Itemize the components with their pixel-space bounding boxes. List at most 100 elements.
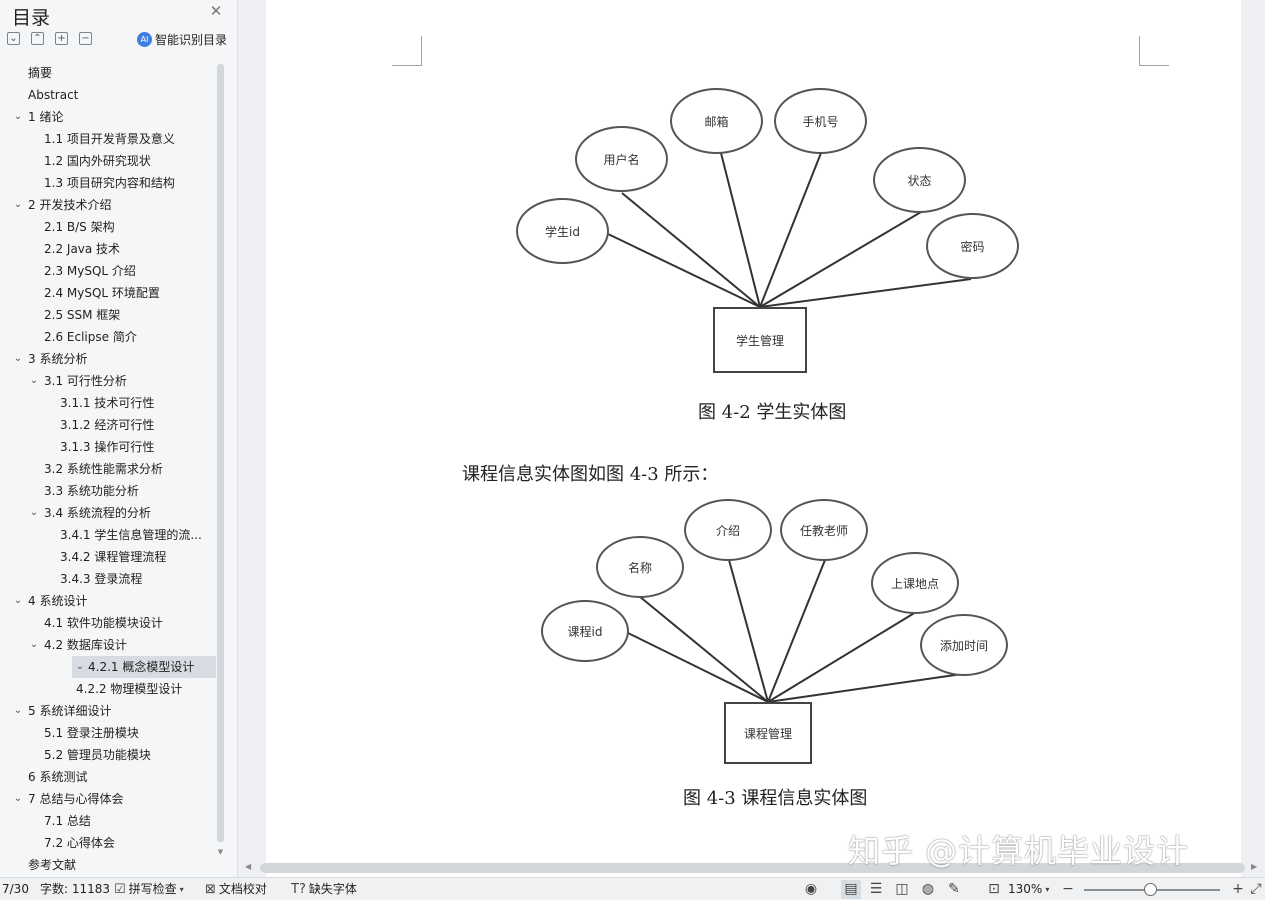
toc-item-label: 5.1 登录注册模块	[44, 726, 139, 740]
chevron-down-icon[interactable]: ⌄	[13, 199, 23, 210]
page-indicator[interactable]: 7/30	[2, 882, 29, 896]
toc-item[interactable]: ⌄ 7 总结与心得体会	[4, 788, 216, 810]
chevron-down-icon[interactable]: ⌄	[13, 705, 23, 716]
close-icon[interactable]: ✕	[209, 2, 223, 20]
word-count[interactable]: 字数: 11183	[40, 882, 111, 896]
toc-item-label: 2.3 MySQL 介绍	[44, 264, 136, 278]
zoom-slider-thumb[interactable]	[1144, 883, 1158, 896]
proofread-button[interactable]: ⊠ 文档校对	[205, 881, 267, 898]
chevron-down-icon[interactable]: ⌄	[29, 639, 39, 650]
toc-item[interactable]: 7.1 总结	[4, 810, 216, 832]
missing-font-button[interactable]: T? 缺失字体	[291, 881, 357, 898]
toc-item-label: 2.6 Eclipse 简介	[44, 330, 137, 344]
toc-item-label: 7 总结与心得体会	[28, 792, 124, 806]
toc-item-label: 3.4 系统流程的分析	[44, 506, 151, 520]
toc-item[interactable]: 参考文献	[4, 854, 216, 874]
toc-item[interactable]: 2.6 Eclipse 简介	[4, 326, 216, 348]
chevron-down-icon[interactable]: ⌄	[13, 111, 23, 122]
toc-item[interactable]: Abstract	[4, 84, 216, 106]
toc-item[interactable]: 1.1 项目开发背景及意义	[4, 128, 216, 150]
add-heading-button[interactable]: +	[55, 32, 68, 45]
toc-item[interactable]: 1.2 国内外研究现状	[4, 150, 216, 172]
toc-item[interactable]: ⌄3.1 可行性分析	[4, 370, 216, 392]
chevron-down-icon[interactable]: ⌄	[29, 375, 39, 386]
toc-item[interactable]: 3.3 系统功能分析	[4, 480, 216, 502]
er-diagram-lines	[607, 152, 972, 703]
er-attribute: 密码	[926, 213, 1019, 279]
scroll-right-icon[interactable]: ▶	[1251, 862, 1258, 871]
outline-view-icon[interactable]: ☰	[869, 881, 883, 897]
proofread-icon: ⊠	[205, 882, 216, 897]
toc-item[interactable]: 3.4.1 学生信息管理的流...	[4, 524, 216, 546]
toc-item[interactable]: ⌄5 系统详细设计	[4, 700, 216, 722]
er-attribute: 上课地点	[871, 552, 959, 614]
toc-item-label: 1.1 项目开发背景及意义	[44, 132, 175, 146]
chevron-down-icon[interactable]: ⌄	[13, 353, 23, 364]
web-view-icon[interactable]: ◍	[921, 881, 935, 897]
toc-item[interactable]: 5.1 登录注册模块	[4, 722, 216, 744]
toc-item[interactable]: 2.1 B/S 架构	[4, 216, 216, 238]
horizontal-scrollbar[interactable]	[260, 863, 1245, 873]
toc-scrollbar[interactable]	[217, 64, 224, 842]
toc-item[interactable]: ⌄4.2.1 概念模型设计	[72, 656, 216, 678]
fit-icon[interactable]: ⊡	[988, 881, 1000, 897]
proofread-label: 文档校对	[218, 882, 267, 896]
sidebar-title: 目录	[12, 7, 51, 29]
toc-item-label: 2 开发技术介绍	[28, 198, 112, 212]
toc-item[interactable]: ⌄ 2 开发技术介绍	[4, 194, 216, 216]
smart-toc-button[interactable]: AI 智能识别目录	[137, 31, 227, 48]
toc-item[interactable]: 3.4.3 登录流程	[4, 568, 216, 590]
toc-item-label: 1.3 项目研究内容和结构	[44, 176, 175, 190]
toc-item[interactable]: 3.1.3 操作可行性	[4, 436, 216, 458]
remove-heading-button[interactable]: −	[79, 32, 92, 45]
chevron-down-icon[interactable]: ⌄	[29, 507, 39, 518]
toc-item-label: 3.1.2 经济可行性	[60, 418, 155, 432]
toc-item[interactable]: 2.5 SSM 框架	[4, 304, 216, 326]
toc-item[interactable]: 3.4.2 课程管理流程	[4, 546, 216, 568]
toc-item[interactable]: ⌄4.2 数据库设计	[4, 634, 216, 656]
toc-item[interactable]: 3.1.2 经济可行性	[4, 414, 216, 436]
toc-item[interactable]: ⌄4 系统设计	[4, 590, 216, 612]
pen-icon[interactable]: ✎	[948, 881, 960, 897]
toc-item[interactable]: ⌄3 系统分析	[4, 348, 216, 370]
page-view-icon[interactable]: ▤	[841, 880, 861, 899]
spellcheck-button[interactable]: ☑ 拼写检查 ▾	[114, 881, 184, 898]
toc-item[interactable]: 6 系统测试	[4, 766, 216, 788]
toc-item[interactable]: 1.3 项目研究内容和结构	[4, 172, 216, 194]
eye-icon[interactable]: ◉	[804, 881, 818, 897]
toc-item-label: 2.1 B/S 架构	[44, 220, 115, 234]
chevron-down-icon[interactable]: ⌄	[75, 661, 85, 672]
collapse-all-button[interactable]: ⌄	[7, 32, 20, 45]
spellcheck-label: 拼写检查	[128, 882, 177, 896]
toc-item-label: 3.4.3 登录流程	[60, 572, 143, 586]
scroll-left-icon[interactable]: ◀	[245, 862, 252, 871]
toc-item[interactable]: 2.4 MySQL 环境配置	[4, 282, 216, 304]
er-entity: 课程管理	[724, 702, 812, 764]
read-view-icon[interactable]: ◫	[895, 881, 909, 897]
toc-item[interactable]: 5.2 管理员功能模块	[4, 744, 216, 766]
er-attribute: 名称	[596, 536, 684, 598]
expand-up-button[interactable]: ⌃	[31, 32, 44, 45]
fullscreen-icon[interactable]: ⤢	[1250, 881, 1262, 897]
toc-item[interactable]: 4.1 软件功能模块设计	[4, 612, 216, 634]
toc-item[interactable]: 4.2.2 物理模型设计	[4, 678, 216, 700]
toc-item[interactable]: 2.2 Java 技术	[4, 238, 216, 260]
scroll-down-icon[interactable]: ▼	[217, 848, 224, 856]
page-corner-mark	[1139, 36, 1169, 66]
toc-item-label: 摘要	[28, 66, 53, 80]
toc-item[interactable]: 3.1.1 技术可行性	[4, 392, 216, 414]
toc-item[interactable]: 摘要	[4, 62, 216, 84]
plus-icon[interactable]: +	[1232, 881, 1244, 897]
chevron-down-icon[interactable]: ⌄	[13, 595, 23, 606]
toc-item-label: 7.2 心得体会	[44, 836, 115, 850]
chevron-down-icon[interactable]: ⌄	[13, 793, 23, 804]
chevron-down-icon: ▾	[179, 885, 184, 894]
toc-item[interactable]: ⌄1 绪论	[4, 106, 216, 128]
minus-icon[interactable]: −	[1062, 881, 1074, 897]
toc-item[interactable]: ⌄ 3.4 系统流程的分析	[4, 502, 216, 524]
zoom-level-dropdown[interactable]: 130% ▾	[1008, 881, 1049, 898]
er-attribute: 介绍	[684, 499, 772, 561]
toc-item[interactable]: 2.3 MySQL 介绍	[4, 260, 216, 282]
toc-item[interactable]: 3.2 系统性能需求分析	[4, 458, 216, 480]
toc-item[interactable]: 7.2 心得体会	[4, 832, 216, 854]
